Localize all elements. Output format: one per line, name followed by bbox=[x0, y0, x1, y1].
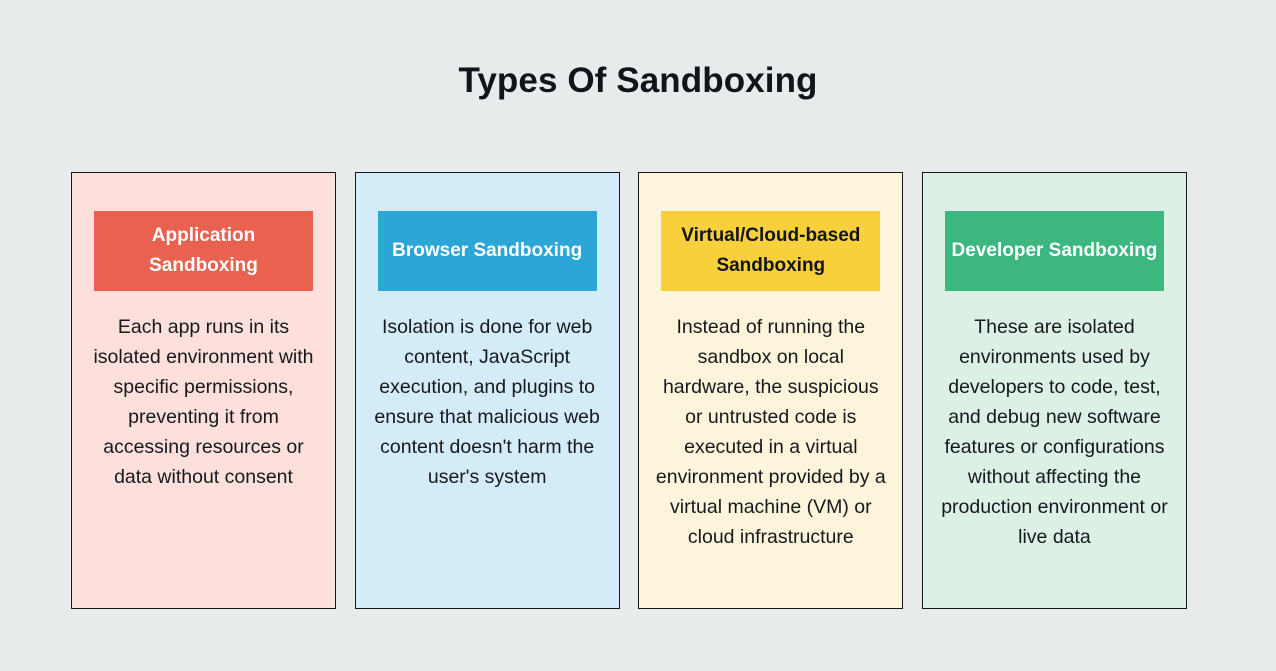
card-header-browser-sandboxing: Browser Sandboxing bbox=[377, 211, 597, 291]
card-body-application-sandboxing: Each app runs in its isolated environmen… bbox=[93, 316, 314, 488]
card-body-virtual-cloud-based-sandboxing: Instead of running the sandbox on local … bbox=[655, 316, 886, 548]
sandboxing-types-list: Application Sandboxing Each app runs in … bbox=[71, 172, 1187, 609]
card-body-developer-sandboxing: These are isolated environments used by … bbox=[941, 316, 1168, 548]
card-header-developer-sandboxing: Developer Sandboxing bbox=[944, 211, 1164, 291]
page-title: Types Of Sandboxing bbox=[458, 61, 818, 100]
card-header-application-sandboxing: Application Sandboxing bbox=[94, 211, 313, 291]
card-application-sandboxing: Application Sandboxing Each app runs in … bbox=[71, 172, 336, 609]
card-body-browser-sandboxing: Isolation is done for web content, JavaS… bbox=[374, 316, 600, 488]
card-virtual-cloud-based-sandboxing: Virtual/Cloud-based Sandboxing Instead o… bbox=[638, 172, 904, 609]
card-header-virtual-cloud-based-sandboxing: Virtual/Cloud-based Sandboxing bbox=[661, 211, 881, 291]
card-browser-sandboxing: Browser Sandboxing Isolation is done for… bbox=[354, 172, 620, 609]
card-developer-sandboxing: Developer Sandboxing These are isolated … bbox=[921, 172, 1187, 609]
